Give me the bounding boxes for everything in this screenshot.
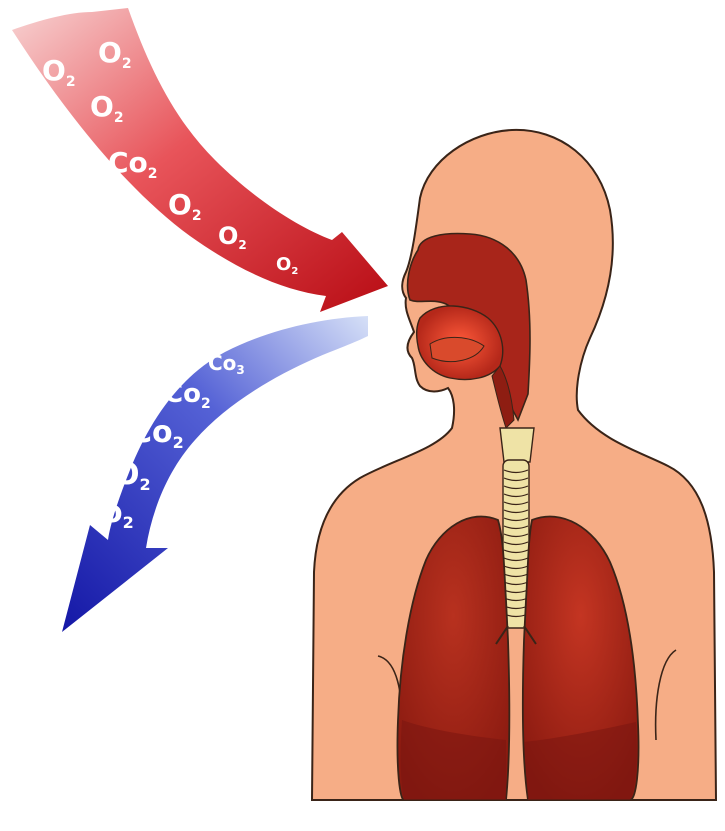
larynx <box>500 428 534 462</box>
inhale-arrow <box>12 8 388 312</box>
inhale-arrow-body <box>12 8 388 312</box>
